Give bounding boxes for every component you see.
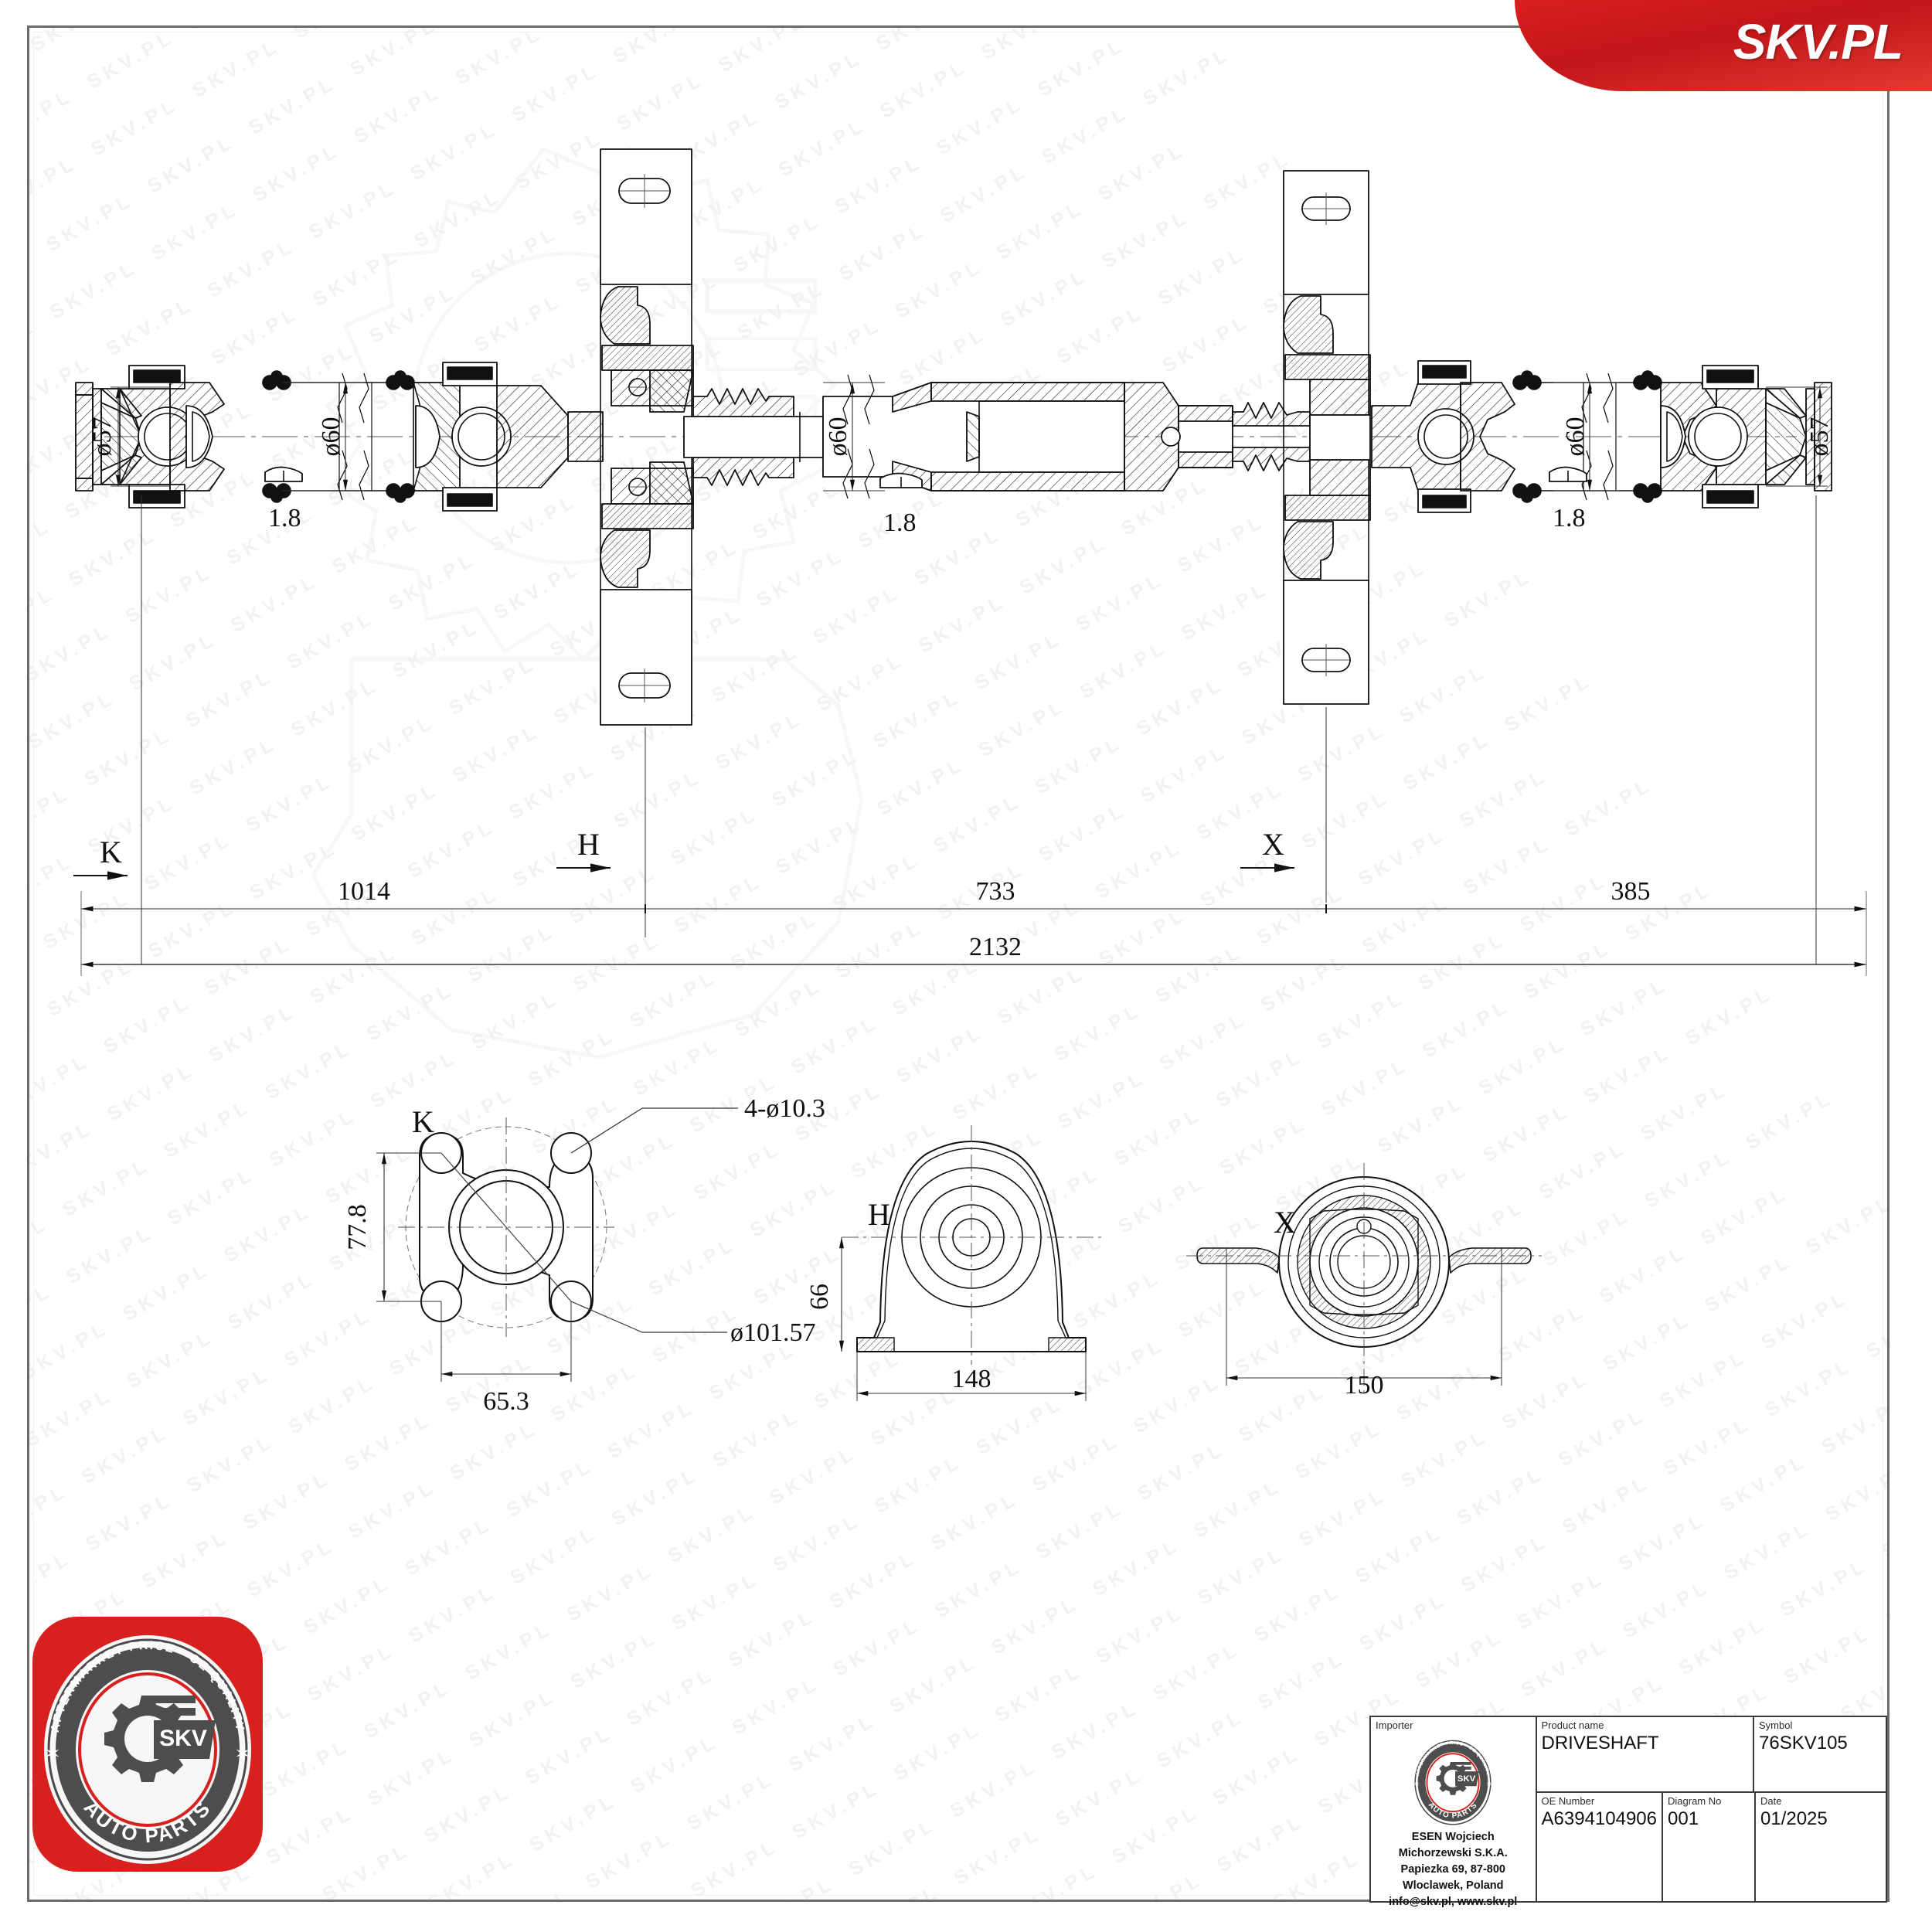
- detail-k-label: K: [412, 1104, 434, 1139]
- product-name-value: DRIVESHAFT: [1541, 1732, 1659, 1753]
- banner-shape: [1515, 0, 1932, 91]
- detail-view-h: [838, 1125, 1101, 1401]
- dim-733-label: 733: [976, 877, 1015, 906]
- mid-universal-joint-1: [413, 362, 604, 512]
- left-circlip-2: [386, 370, 415, 503]
- svg-text:✶: ✶: [234, 1742, 251, 1765]
- oe-number-label: OE Number: [1541, 1795, 1595, 1807]
- symbol-cell: Symbol 76SKV105: [1754, 1717, 1886, 1791]
- date-cell: Date 01/2025: [1756, 1793, 1886, 1901]
- title-block-data-column: Product name DRIVESHAFT Symbol 76SKV105 …: [1536, 1717, 1886, 1901]
- badge-seal-small-icon: SKV AFTERMARKET PRICE - OE QUALITY AUTO …: [1413, 1739, 1493, 1827]
- svg-text:✶: ✶: [1486, 1781, 1492, 1789]
- importer-logo: SKV AFTERMARKET PRICE - OE QUALITY AUTO …: [1371, 1732, 1536, 1829]
- date-value: 01/2025: [1760, 1808, 1828, 1829]
- title-block-row-bottom: OE Number A6394104906 Diagram No 001 Dat…: [1537, 1793, 1886, 1901]
- left-flange-yoke: [75, 365, 225, 509]
- dia57-left-label: ø57: [88, 417, 117, 457]
- oe-number-cell: OE Number A6394104906: [1537, 1793, 1663, 1901]
- svg-text:✶: ✶: [44, 1742, 61, 1765]
- importer-company: ESEN Wojciech Michorzewski S.K.A.: [1398, 1830, 1508, 1859]
- dimension-chain: [80, 891, 1867, 976]
- right-universal-joint: [1371, 360, 1515, 513]
- dim-dia57-left: [111, 386, 170, 487]
- right-flange-yoke: [1660, 365, 1832, 509]
- detail-x-label: X: [1274, 1205, 1296, 1240]
- importer-contact: info@skv.pl, www.skv.pl: [1389, 1896, 1518, 1908]
- center-bearing-assembly-2: [1283, 170, 1371, 705]
- center-bearing-assembly: [600, 148, 694, 726]
- dim-dia60-mid: [823, 382, 885, 492]
- oe-number-value: A6394104906: [1541, 1808, 1657, 1829]
- detail-k-height-dim: 77.8: [343, 1204, 372, 1250]
- balance-weight-mid-label: 1.8: [883, 509, 917, 537]
- importer-label: Importer: [1376, 1719, 1413, 1731]
- middle-tube: [822, 374, 1125, 499]
- svg-text:✶: ✶: [1413, 1781, 1420, 1789]
- detail-k-width-dim: 65.3: [483, 1387, 529, 1416]
- date-label: Date: [1760, 1795, 1782, 1807]
- balance-weight-right-label: 1.8: [1553, 504, 1586, 532]
- importer-address: Papiezka 69, 87-800 Wloclawek, Poland: [1400, 1862, 1505, 1892]
- detail-h-label: H: [868, 1197, 890, 1232]
- dia60-left-label: ø60: [317, 417, 345, 457]
- banner-text: SKV.PL: [1733, 14, 1903, 70]
- title-block-row-top: Product name DRIVESHAFT Symbol 76SKV105: [1536, 1717, 1886, 1793]
- product-name-cell: Product name DRIVESHAFT: [1537, 1717, 1754, 1791]
- right-circlip-1: [1512, 370, 1542, 503]
- dia60-mid-label: ø60: [824, 417, 852, 457]
- dim-1014-label: 1014: [338, 877, 390, 906]
- dim-385-label: 385: [1611, 877, 1651, 906]
- detail-h-height-dim: 66: [805, 1284, 834, 1310]
- view-mark-h-label: H: [577, 827, 600, 862]
- dia57-right-label: ø57: [1805, 417, 1834, 457]
- technical-drawing: ø57 ø60 ø60 ø60 ø57 1.8 1.8 1.8 K H X 10…: [27, 26, 1889, 1902]
- skv-banner: SKV.PL: [1515, 0, 1932, 91]
- detail-k-hole-note: 4-ø10.3: [744, 1094, 825, 1123]
- slip-joint-boot: [683, 388, 824, 486]
- mid-universal-joint-2: [1124, 382, 1311, 492]
- view-mark-x-label: X: [1262, 827, 1284, 862]
- drawing-svg: ø57 ø60 ø60 ø60 ø57 1.8 1.8 1.8 K H X 10…: [73, 148, 1867, 1416]
- dim-total-label: 2132: [969, 933, 1022, 961]
- symbol-value: 76SKV105: [1759, 1732, 1848, 1753]
- title-block: Importer SKV: [1369, 1716, 1887, 1908]
- sheet-border-inner: [33, 32, 1883, 1896]
- diagram-no-value: 001: [1668, 1808, 1699, 1829]
- dia60-right-label: ø60: [1561, 417, 1590, 457]
- sheet-border: [27, 26, 1889, 1902]
- dim-dia60-right: [1553, 382, 1619, 492]
- detail-k-bolt-circle-dim: ø101.57: [730, 1318, 816, 1347]
- symbol-label: Symbol: [1759, 1719, 1793, 1731]
- diagram-no-label: Diagram No: [1668, 1795, 1722, 1807]
- title-block-importer-column: Importer SKV: [1371, 1717, 1537, 1908]
- diagram-no-cell: Diagram No 001: [1663, 1793, 1756, 1901]
- view-mark-k-label: K: [100, 835, 122, 869]
- balance-weight-left-label: 1.8: [268, 504, 301, 532]
- importer-address-block: ESEN Wojciech Michorzewski S.K.A. Papiez…: [1371, 1829, 1536, 1917]
- detail-view-x: [1186, 1163, 1542, 1393]
- dim-dia60-left: [282, 382, 364, 492]
- detail-h-width-dim: 148: [952, 1365, 992, 1393]
- badge-seal-icon: SKV AFTERMARKET PRICE - OE QUALITY AUTO …: [44, 1635, 251, 1864]
- detail-x-width-dim: 150: [1345, 1371, 1384, 1400]
- product-name-label: Product name: [1541, 1719, 1604, 1731]
- svg-text:SKV: SKV: [159, 1726, 207, 1751]
- skv-quality-badge: SKV AFTERMARKET PRICE - OE QUALITY AUTO …: [32, 1617, 263, 1872]
- detail-view-k: [376, 1107, 738, 1382]
- dim-dia57-right: [1766, 386, 1828, 487]
- svg-text:SKV: SKV: [1458, 1774, 1476, 1784]
